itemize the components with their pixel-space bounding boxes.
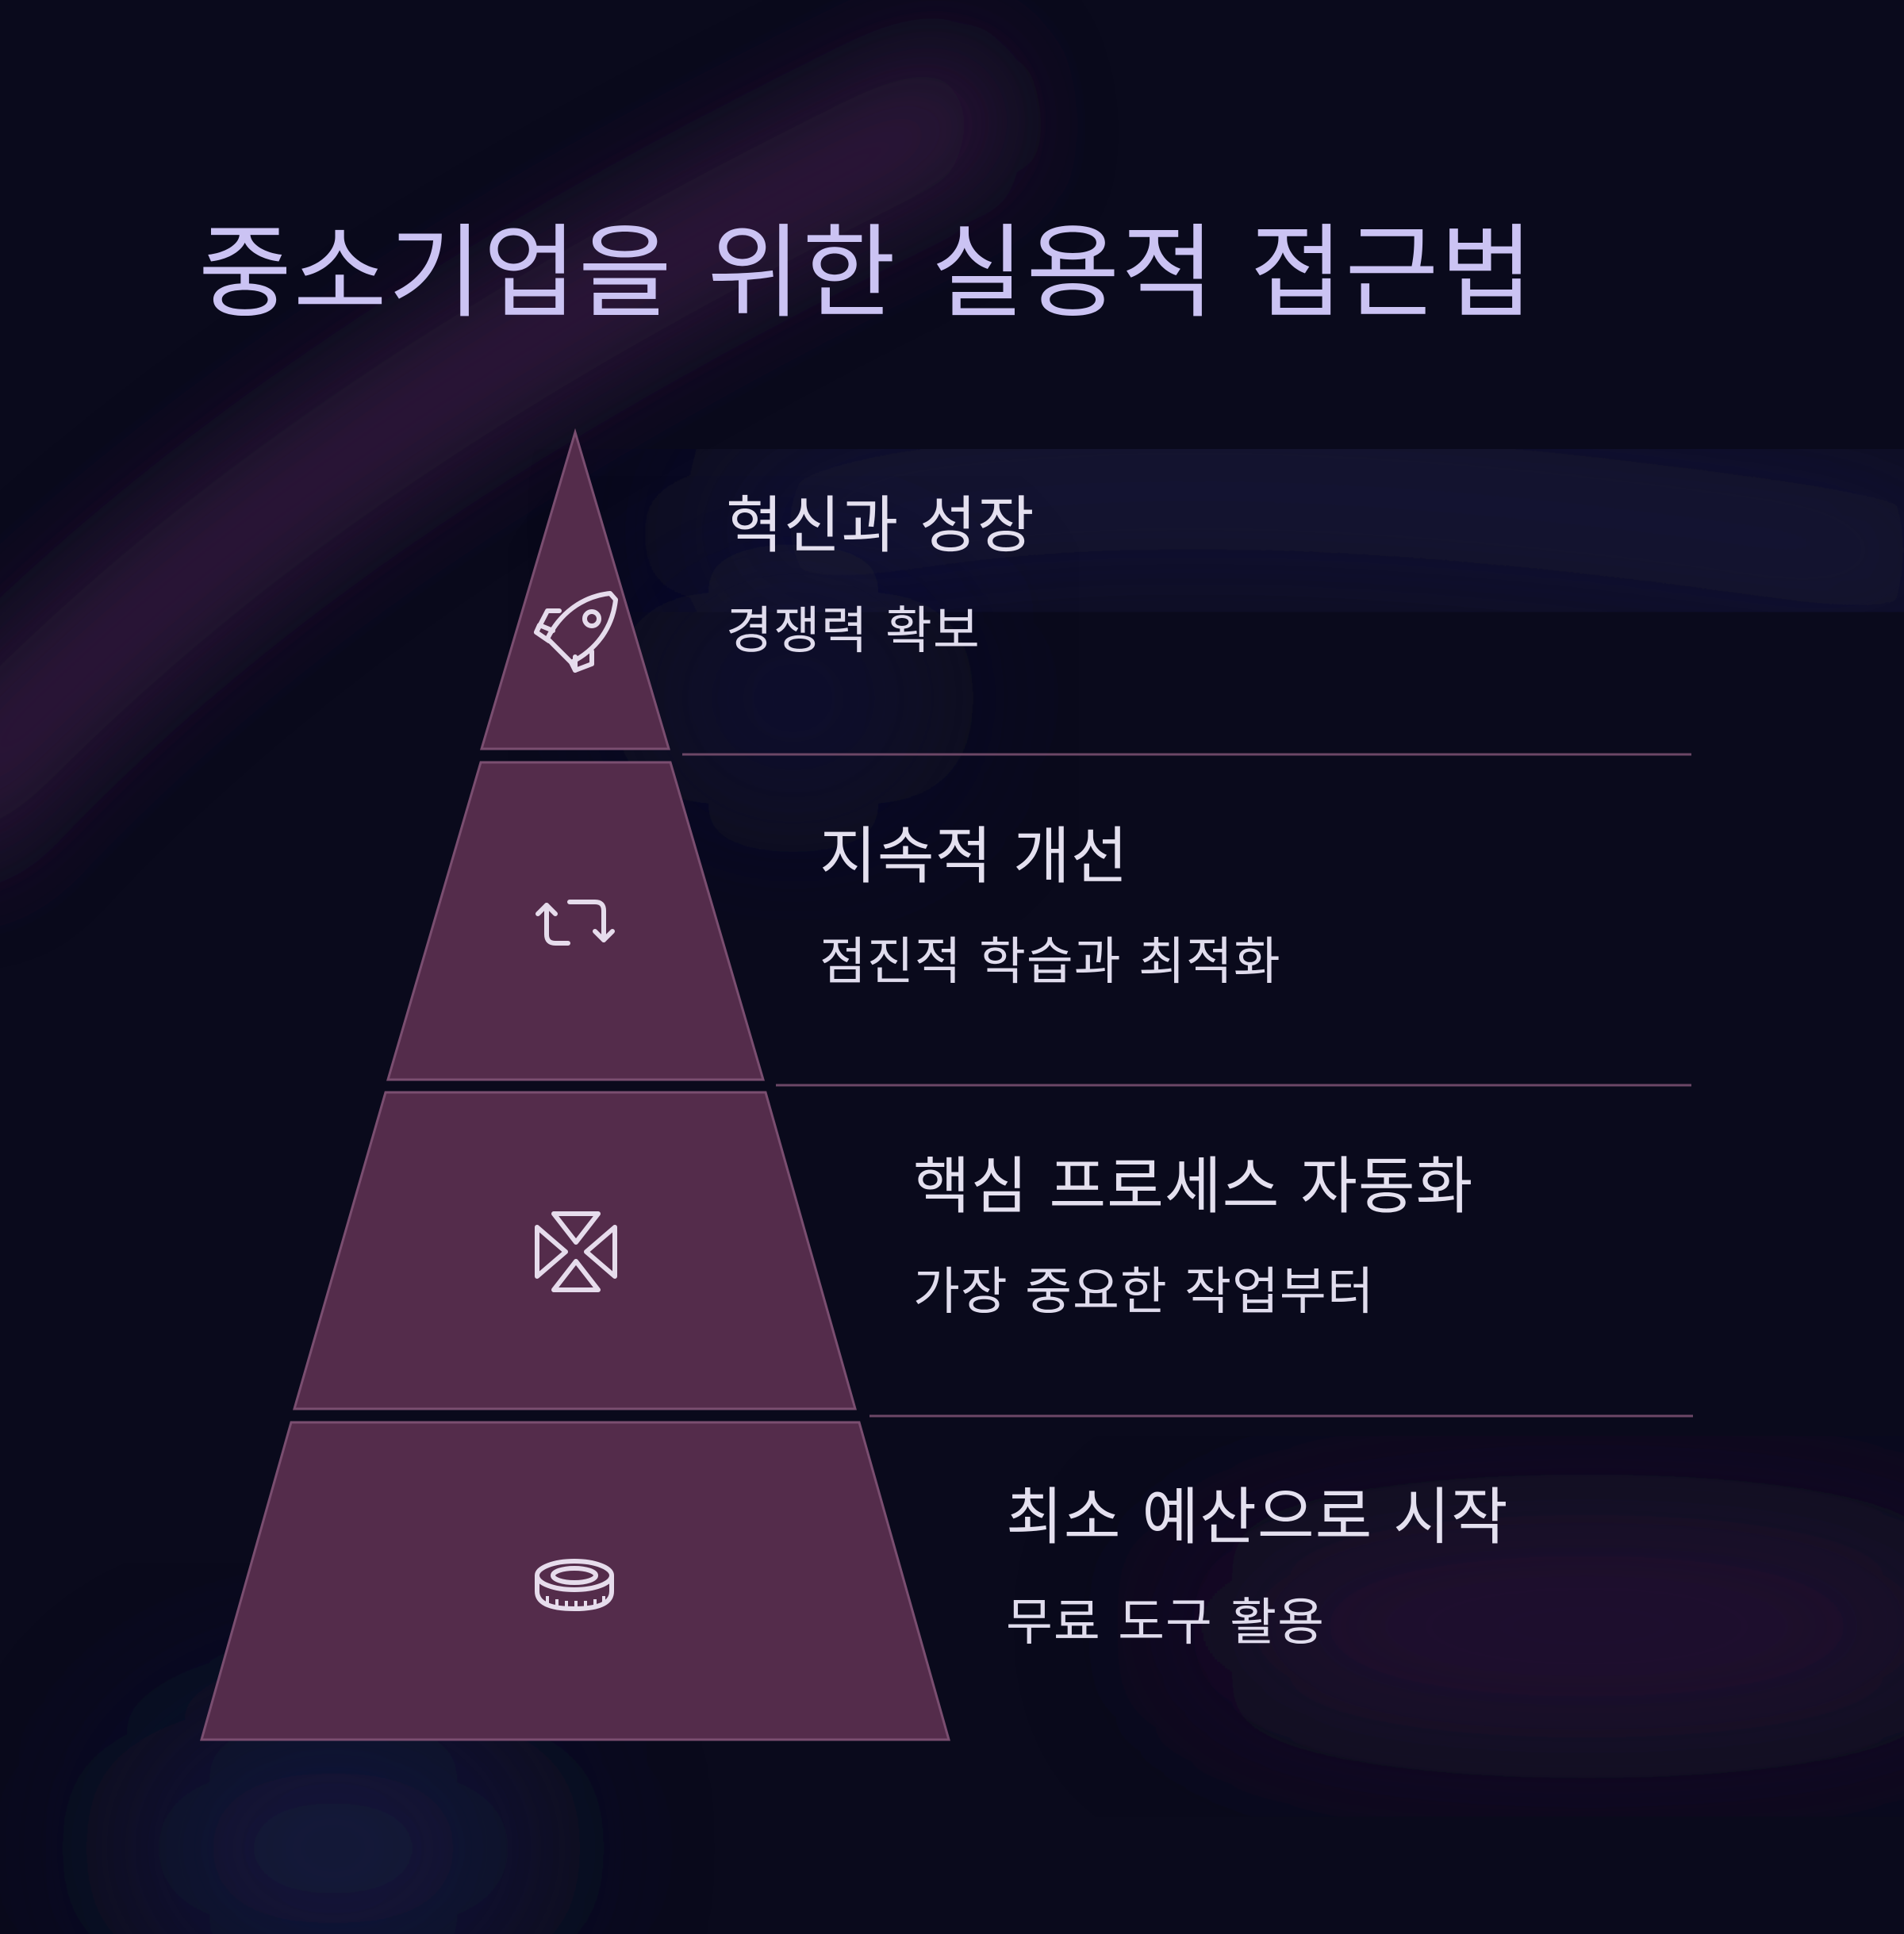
tier-1-subheading: 경쟁력 확보 bbox=[726, 602, 981, 661]
tier-2-text: 지속적 개선 점진적 학습과 최적화 bbox=[820, 826, 1281, 988]
tier-4-subheading: 무료 도구 활용 bbox=[1006, 1594, 1325, 1652]
tier-2-subheading: 점진적 학습과 최적화 bbox=[820, 933, 1281, 992]
tier-1-heading: 혁신과 성장 bbox=[726, 490, 1035, 562]
hourglass-icon bbox=[535, 1211, 617, 1292]
tier-3-subheading: 가장 중요한 작업부터 bbox=[913, 1263, 1375, 1322]
tier-3-text: 핵심 프로세스 자동화 가장 중요한 작업부터 bbox=[913, 1156, 1473, 1318]
tier-1-text: 혁신과 성장 경쟁력 확보 bbox=[726, 495, 1035, 657]
tier-2-shape bbox=[386, 761, 766, 1081]
tier-3-heading: 핵심 프로세스 자동화 bbox=[913, 1151, 1474, 1222]
tier-4-text: 최소 예산으로 시작 무료 도구 활용 bbox=[1006, 1487, 1509, 1648]
tier-3-shape bbox=[293, 1091, 857, 1410]
page-title: 중소기업을 위한 실용적 접근법 bbox=[198, 214, 1535, 332]
tier-2-heading: 지속적 개선 bbox=[820, 821, 1129, 892]
tier-1-shape bbox=[479, 428, 671, 750]
repeat-arrows-icon bbox=[536, 900, 615, 946]
tier-4-heading: 최소 예산으로 시작 bbox=[1006, 1482, 1509, 1553]
coin-icon bbox=[535, 1559, 614, 1612]
rocket-icon bbox=[534, 591, 618, 673]
